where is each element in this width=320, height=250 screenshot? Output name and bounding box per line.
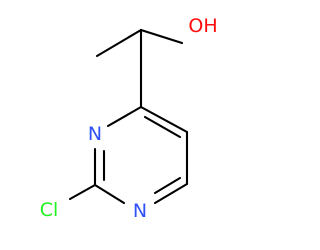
atom-chlorine: Cl	[40, 199, 59, 221]
atom-nitrogen-n1: N	[133, 200, 147, 222]
bond-n1-c2	[93, 183, 126, 205]
bond-c6-n1-inner	[153, 176, 182, 195]
structure-canvas: OH N N Cl	[40, 15, 218, 222]
bond-c2-chlorine	[68, 183, 97, 201]
molecule-structure: OH N N Cl	[40, 15, 218, 222]
bond-methyl-carbinol	[95, 28, 143, 58]
bond-carbinol-hydroxyl	[139, 28, 184, 45]
atom-hydroxyl: OH	[188, 15, 217, 37]
bond-c6-n1	[153, 182, 189, 205]
bond-c4-c5-inner	[143, 115, 182, 139]
bond-c4-c5	[139, 105, 189, 134]
atom-nitrogen-n3: N	[88, 123, 102, 145]
bond-c4-n3	[106, 105, 143, 128]
